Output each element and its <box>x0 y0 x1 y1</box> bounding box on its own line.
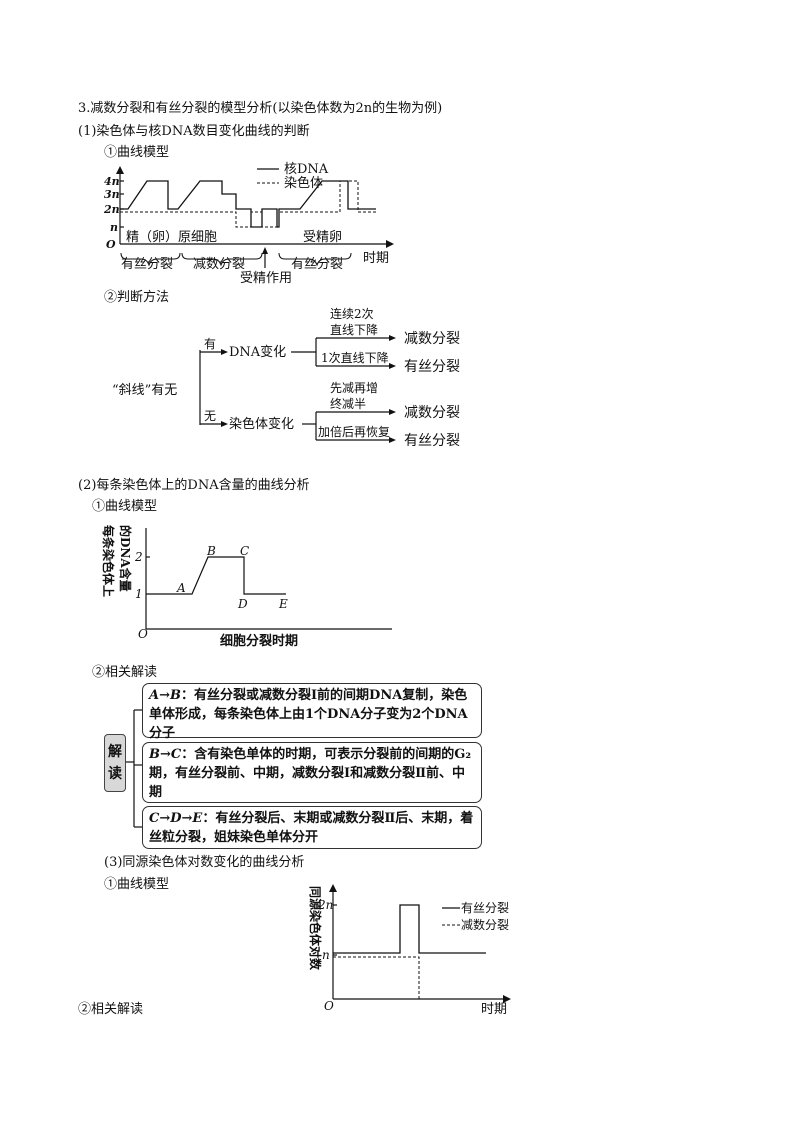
chart1-period-mitosis-1: 有丝分裂 <box>121 257 173 272</box>
chart1-stage-germ-cell: 精（卵）原细胞 <box>126 230 217 245</box>
chart2-ylabel-line2: 的DNA含量 <box>118 525 133 592</box>
chart1-period-meiosis: 减数分裂 <box>193 257 245 272</box>
interp-c-d-e-label: C→D→E <box>149 811 203 826</box>
section-heading: 3.减数分裂和有丝分裂的模型分析(以染色体数为2n的生物为例) <box>78 101 443 116</box>
chart2-origin: O <box>138 627 148 641</box>
section2-sub-curve-model: ①曲线模型 <box>92 499 158 514</box>
chart1-legend-dna: 核DNA <box>284 162 329 177</box>
section3-sub-interpretation: ②相关解读 <box>78 1002 144 1017</box>
interp-b-c-text: ：含有染色单体的时期，可表示分裂前的间期的G₂期，有丝分裂前、中期，减数分裂Ⅰ和… <box>149 747 472 800</box>
chart3-ytick-n: n <box>322 948 330 962</box>
section2-sub-interpretation: ②相关解读 <box>92 665 158 680</box>
chart2-point-c: C <box>240 544 249 558</box>
section2-title: (2)每条染色体上的DNA含量的曲线分析 <box>78 478 310 493</box>
section1-sub-method: ②判断方法 <box>104 290 170 305</box>
chart2-point-a: A <box>176 581 186 595</box>
chart2-point-e: E <box>278 597 288 611</box>
interp-c-d-e-text: ：有丝分裂后、末期或减数分裂Ⅱ后、末期，着丝粒分裂，姐妹染色单体分开 <box>149 811 474 845</box>
chart1-ytick-n: n <box>110 221 118 234</box>
interp-a-b-text: ：有丝分裂或减数分裂Ⅰ前的间期DNA复制，染色单体形成，每条染色体上由1个DNA… <box>149 688 468 741</box>
flow-root-label: “斜线”有无 <box>112 383 177 398</box>
flow-result-mitosis-2: 有丝分裂 <box>404 433 460 449</box>
interp-a-b-label: A→B <box>149 688 181 703</box>
chart3-ylabel: 同源染色体对数 <box>308 886 323 971</box>
flow-no-label: 无 <box>204 409 216 423</box>
chart1-ytick-2n: 2n <box>103 203 120 216</box>
section3-title: (3)同源染色体对数变化的曲线分析 <box>104 855 305 870</box>
chart1-stage-zygote: 受精卵 <box>303 230 342 245</box>
chart2-xlabel: 细胞分裂时期 <box>220 633 298 649</box>
chart1-ytick-3n: 3n <box>104 188 120 201</box>
chart2-point-b: B <box>206 544 216 558</box>
flow-cond-decrease-line2: 终减半 <box>330 396 366 411</box>
flow-cond-double: 加倍后再恢复 <box>318 424 390 439</box>
flow-result-meiosis-2: 减数分裂 <box>404 405 460 421</box>
chart2-ylabel-line1: 每条染色体上 <box>101 525 116 597</box>
chart2-ytick-2: 2 <box>134 550 143 564</box>
judgement-flowchart: “斜线”有无 有 无 DNA变化 染色体变化 连续2次 直线下降 1次直线下降 … <box>112 306 460 449</box>
chart3-legend-meiosis: 减数分裂 <box>461 917 509 932</box>
flow-cond-once: 1次直线下降 <box>321 351 389 365</box>
flow-cond-twice-line1: 连续2次 <box>330 306 374 321</box>
chart-dna-per-chromosome: 每条染色体上 的DNA含量 2 1 O A B C D E 细胞分裂时期 <box>101 525 392 649</box>
interpretation-badge: 解读 <box>104 734 126 792</box>
chart1-period-mitosis-2: 有丝分裂 <box>291 257 343 272</box>
flow-dna-change: DNA变化 <box>229 344 286 360</box>
section1-sub-curve-model: ①曲线模型 <box>104 145 170 160</box>
chart1-fertilization-label: 受精作用 <box>240 271 292 286</box>
chart1-ytick-4n: 4n <box>104 175 120 188</box>
chart-dna-chromosome: 4n 3n 2n n O 核DNA 染色体 精（卵）原细胞 受精卵 时期 有丝分… <box>103 162 394 286</box>
chart1-legend-chromosome: 染色体 <box>284 175 323 191</box>
flow-result-mitosis-1: 有丝分裂 <box>404 359 460 375</box>
interpretation-box-b-c: B→C：含有染色单体的时期，可表示分裂前的间期的G₂期，有丝分裂前、中期，减数分… <box>142 742 482 803</box>
chart3-xlabel: 时期 <box>481 1002 507 1017</box>
flow-chromosome-change: 染色体变化 <box>229 416 294 432</box>
interp-b-c-label: B→C <box>149 747 182 762</box>
section1-title: (1)染色体与核DNA数目变化曲线的判断 <box>78 124 310 139</box>
chart3-legend-mitosis: 有丝分裂 <box>461 901 509 915</box>
flow-cond-twice-line2: 直线下降 <box>330 323 378 337</box>
chart3-ytick-2n: 2n <box>317 898 333 912</box>
chart1-axis-label: 时期 <box>363 251 389 266</box>
interpretation-box-c-d-e: C→D→E：有丝分裂后、末期或减数分裂Ⅱ后、末期，着丝粒分裂，姐妹染色单体分开 <box>142 806 482 849</box>
chart1-origin: O <box>106 238 116 251</box>
flow-cond-decrease-line1: 先减再增 <box>330 381 378 395</box>
chart3-origin: O <box>324 999 334 1013</box>
chart2-point-d: D <box>237 597 248 611</box>
section3-sub-curve-model: ①曲线模型 <box>104 877 170 892</box>
interpretation-box-a-b: A→B：有丝分裂或减数分裂Ⅰ前的间期DNA复制，染色单体形成，每条染色体上由1个… <box>142 683 482 741</box>
chart-homologous-pairs: 同源染色体对数 2n n O 有丝分裂 减数分裂 时期 <box>308 884 511 1017</box>
flow-result-meiosis-1: 减数分裂 <box>404 331 460 347</box>
flow-yes-label: 有 <box>204 337 216 351</box>
chart2-ytick-1: 1 <box>135 587 143 601</box>
